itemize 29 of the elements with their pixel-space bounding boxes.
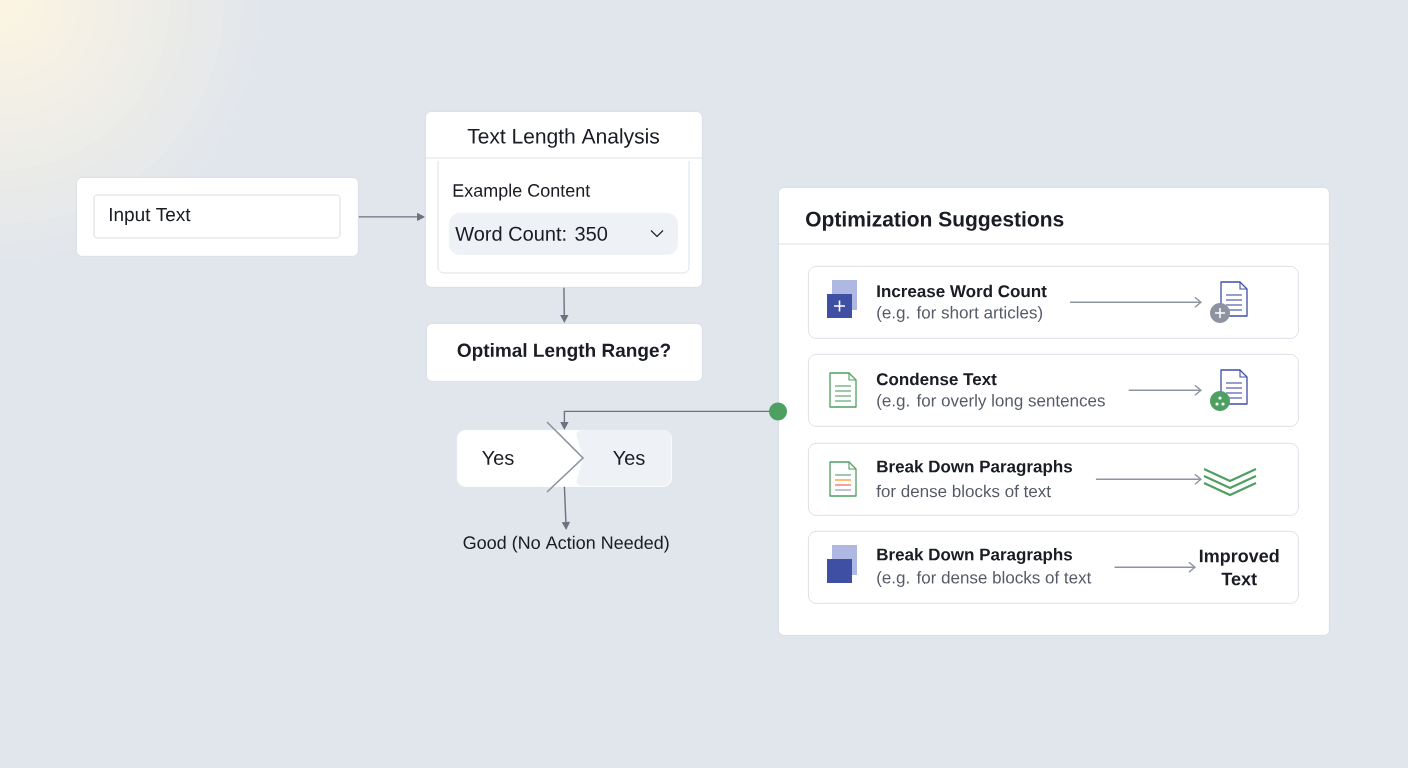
result-text: Good (No Action Needed) — [463, 535, 669, 553]
panel-title: Optimization Suggestions — [806, 211, 1064, 231]
dropdown: Word Count: 350 — [449, 213, 678, 255]
suggestion-note: (e.g. for dense blocks of text — [877, 571, 1092, 587]
suggestion-title: Break Down Paragraphs — [877, 460, 1072, 476]
result-label: Improved Text — [1199, 549, 1279, 586]
suggestion-title: Increase Word Count — [877, 284, 1047, 298]
arrow — [560, 402, 787, 430]
suggestion-row — [808, 443, 1299, 516]
decision-box: Optimal Length Range? — [426, 323, 703, 382]
card-title: Text Length Analysis — [467, 128, 659, 148]
suggestion-note: (e.g. for overly long sentences — [877, 394, 1105, 410]
arrow — [1128, 384, 1202, 396]
suggestion-title: Condense Text — [876, 372, 997, 386]
suggestion-note: for dense blocks of text — [876, 484, 1051, 498]
chevrons-icon — [1203, 468, 1257, 497]
input-field: Input Text — [93, 194, 341, 239]
suggestion-note: (e.g. for short articles) — [877, 306, 1043, 322]
suggestion-row — [808, 354, 1299, 427]
document-icon — [1210, 281, 1248, 323]
arrow — [1095, 473, 1202, 485]
suggestion-row — [808, 266, 1299, 339]
suggestion-title: Break Down Paragraphs — [877, 548, 1072, 564]
arrow — [560, 287, 569, 323]
section-label: Example Content — [453, 183, 591, 201]
suggestion-row — [808, 531, 1299, 604]
document-icon — [1210, 369, 1248, 411]
arrow — [1113, 561, 1196, 573]
arrow — [1069, 296, 1202, 308]
